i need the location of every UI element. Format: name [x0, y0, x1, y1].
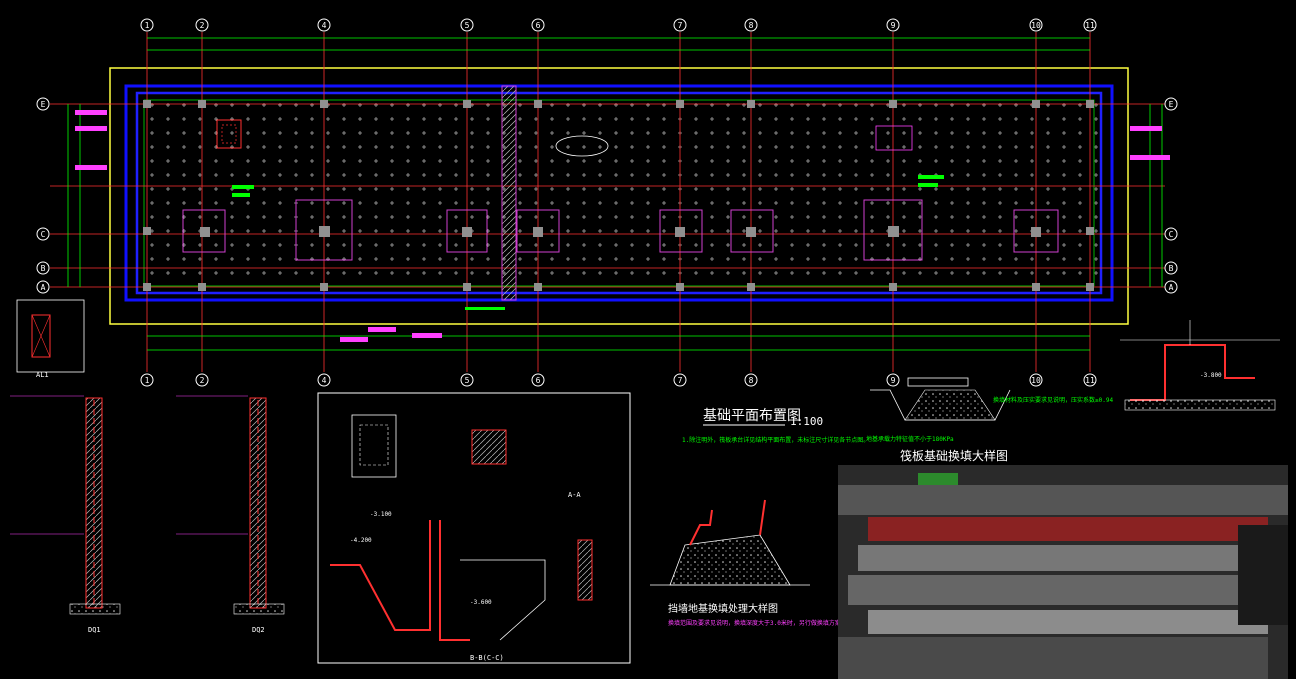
axis-col-label: 9: [891, 21, 896, 30]
detail-raft-replacement: 换填材料及压实要求见说明，压实系数≥0.94 地基承载力特征值不小于180KPa…: [866, 377, 1113, 463]
axis-col-label: 1: [145, 376, 150, 385]
axis-col-label: 1: [145, 21, 150, 30]
axis-col-label: 6: [536, 21, 541, 30]
detail-retaining-replacement: 挡墙地基换填处理大样图 换填范围及要求见说明，换填深度大于3.0米时，另行做换填…: [650, 499, 841, 627]
label-al1: AL1: [36, 371, 49, 379]
axis-col-label: 4: [322, 376, 327, 385]
axis-row-label: A: [41, 283, 46, 292]
axis-row-label: A: [1169, 283, 1174, 292]
retaining-detail-title: 挡墙地基换填处理大样图: [668, 602, 778, 615]
label-section-bb: B-B(C-C): [470, 654, 504, 662]
axis-bubbles: [36, 18, 1178, 387]
plan-note: 1.除注明外，筏板承台详见结构平面布置，未标注尺寸详见各节点图。: [682, 436, 869, 444]
pixelated-region: [838, 465, 1288, 679]
columns: [143, 100, 1094, 291]
label-section-aa: A-A: [568, 491, 581, 499]
elevation-label: -3.600: [470, 599, 492, 606]
axis-col-label: 6: [536, 376, 541, 385]
post-cast-strip: [501, 85, 517, 301]
label-dq1: DQ1: [88, 626, 101, 634]
raft-inner-outline: [135, 91, 1103, 295]
axis-row-label: B: [41, 264, 46, 273]
section-dq1: DQ1: [10, 395, 121, 634]
foundation-plan: [50, 32, 1170, 372]
retaining-note: 换填范围及要求见说明，换填深度大于3.0米时，另行做换填方案: [668, 619, 841, 627]
axis-col-label: 7: [678, 376, 683, 385]
axis-row-label: C: [41, 230, 46, 239]
axis-col-label: 7: [678, 21, 683, 30]
axis-col-label: 9: [891, 376, 896, 385]
pile-caps: [182, 199, 1059, 261]
raft-slab-hatch: [140, 95, 1098, 285]
axis-row-label: E: [1169, 100, 1174, 109]
plan-annotations: [75, 110, 1170, 342]
detail-frame-middle: B-B(C-C) A-A -3.100 -4.200 -3.600: [317, 392, 631, 664]
axis-col-label: 2: [200, 376, 205, 385]
column-axis-lines: [146, 32, 1091, 372]
axis-col-label: 11: [1085, 21, 1095, 30]
axis-col-label: 2: [200, 21, 205, 30]
raft-outline: [124, 84, 1114, 302]
raft-note-1: 换填材料及压实要求见说明，压实系数≥0.94: [993, 396, 1113, 404]
axis-row-label: B: [1169, 264, 1174, 273]
axis-col-label: 8: [749, 21, 754, 30]
plan-title: 基础平面布置图: [703, 407, 801, 424]
section-dq2: DQ2: [176, 395, 285, 634]
axis-col-label: 10: [1031, 376, 1041, 385]
elevation-label: -4.200: [350, 537, 372, 544]
axis-col-label: 8: [749, 376, 754, 385]
axis-row-label: C: [1169, 230, 1174, 239]
site-boundary: [109, 67, 1129, 325]
raft-detail-title: 筏板基础换填大样图: [900, 448, 1008, 463]
note-callout: [555, 135, 609, 157]
axis-col-label: 11: [1085, 376, 1095, 385]
detail-edge-section: -3.800: [1120, 320, 1280, 411]
sump-pit: [216, 119, 242, 149]
dimension-lines: [67, 37, 1163, 351]
elevation-label: -3.800: [1200, 372, 1222, 379]
axis-col-label: 10: [1031, 21, 1041, 30]
axis-labels: 1 2 4 5 6 7 8 9 10 11 1 2 4 5 6 7 8 9 10…: [41, 21, 1174, 385]
elevation-label: -3.100: [370, 511, 392, 518]
axis-col-label: 5: [465, 376, 470, 385]
detail-al1: AL1: [16, 299, 85, 379]
axis-col-label: 4: [322, 21, 327, 30]
axis-col-label: 5: [465, 21, 470, 30]
axis-row-label: E: [41, 100, 46, 109]
label-dq2: DQ2: [252, 626, 265, 634]
plan-title-block: 基础平面布置图 1:100 1.除注明外，筏板承台详见结构平面布置，未标注尺寸详…: [682, 407, 869, 444]
plan-green-labels: [232, 175, 944, 310]
raft-note-2: 地基承载力特征值不小于180KPa: [866, 435, 954, 443]
plan-scale: 1:100: [790, 415, 823, 428]
